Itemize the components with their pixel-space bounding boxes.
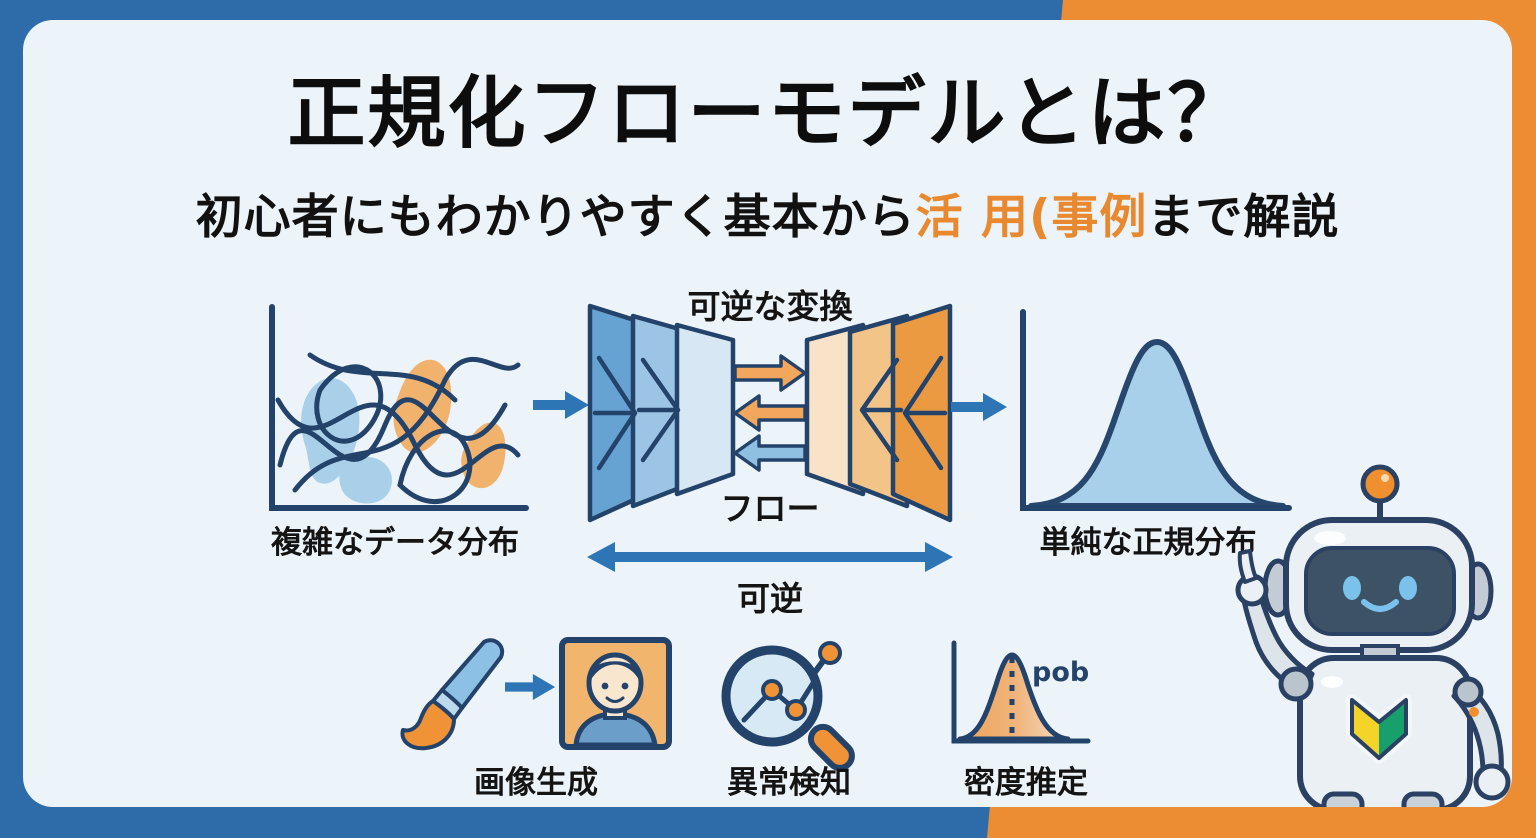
robot-right-arm: [1451, 676, 1511, 801]
invertible-label: 可逆: [737, 579, 803, 618]
bidirectional-arrow: [587, 542, 953, 572]
content-card: 正規化フローモデルとは？ 初心者にもわかりやすく基本から活 用(事例まで解説 複…: [23, 20, 1512, 807]
robot-pointing-arm: [1235, 549, 1315, 702]
arrow-right-icon: [951, 393, 1007, 421]
forward-arrow: [733, 354, 807, 392]
use-case-label-density-estimation: 密度推定: [964, 765, 1088, 801]
complex-distribution-chart: [269, 304, 529, 511]
magnifier-anomaly-icon: [721, 641, 855, 771]
arrow-right-icon: [505, 674, 556, 700]
left-chart-axes: [269, 304, 529, 511]
subtitle-part2: まで解説: [1147, 190, 1340, 245]
subtitle-highlight: 活 用(事例: [915, 190, 1148, 245]
page-subtitle: 初心者にもわかりやすく基本から活 用(事例まで解説: [23, 178, 1512, 247]
use-case-label-anomaly-detection: 異常検知: [727, 765, 851, 801]
transform-label: 可逆な変換: [687, 287, 853, 326]
portrait-icon: [559, 637, 672, 750]
use-case-label-image-generation: 画像生成: [474, 765, 598, 801]
backward-arrow-blue: [733, 434, 807, 472]
antenna-icon: [1360, 464, 1400, 522]
left-chart-label: 複雑なデータ分布: [271, 525, 519, 561]
density-curve-icon: pob: [951, 640, 1091, 744]
backward-arrow-orange: [733, 394, 807, 432]
beginner-mark-badge: [1346, 694, 1412, 764]
flow-label: フロー: [720, 489, 820, 528]
robot-mascot: [1235, 464, 1511, 807]
density-annotation: pob: [1032, 657, 1089, 688]
right-chart-axes: [1020, 309, 1292, 511]
paintbrush-icon: [400, 638, 505, 751]
normal-distribution-curve: [1020, 309, 1292, 511]
right-chart-label: 単純な正規分布: [1039, 525, 1257, 561]
compression-chevrons: [592, 355, 948, 471]
robot-face: [1304, 546, 1456, 636]
subtitle-part1: 初心者にもわかりやすく基本から: [195, 190, 916, 245]
flow-layers-funnel: [587, 303, 953, 523]
arrow-right-icon: [533, 391, 589, 419]
page-title: 正規化フローモデルとは？: [287, 69, 1248, 159]
